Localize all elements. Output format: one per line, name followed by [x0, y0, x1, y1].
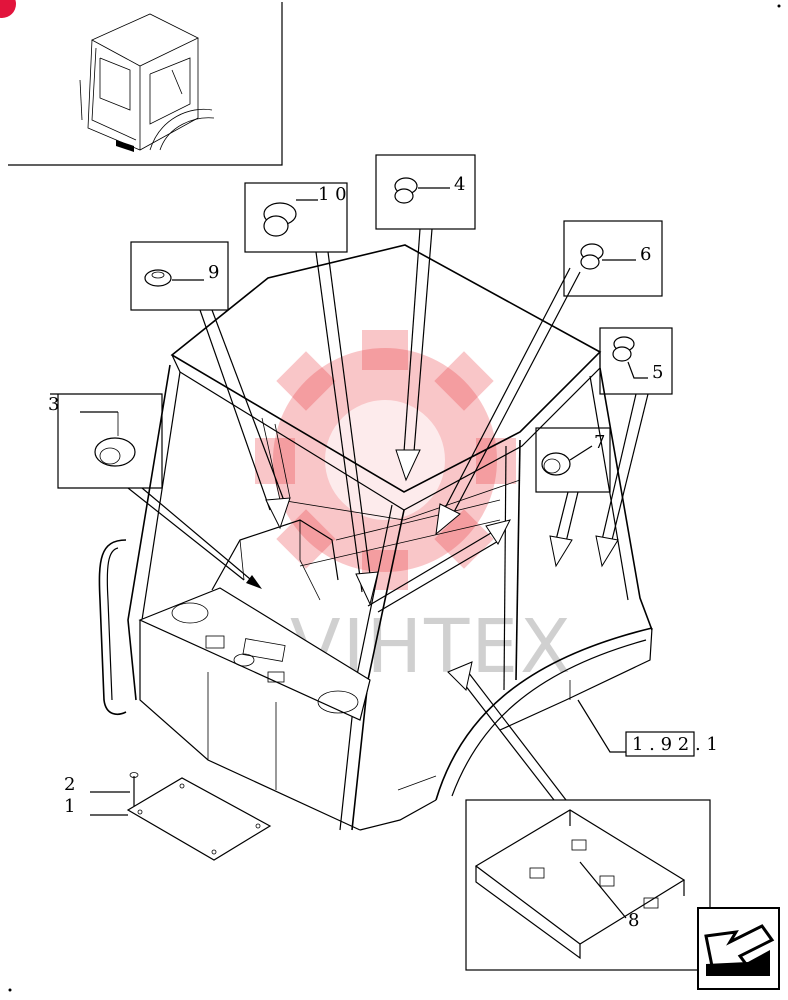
callout-1-label: 1: [64, 796, 75, 817]
next-page-arrow-icon[interactable]: [697, 907, 780, 990]
callout-10-label: 1 0: [318, 184, 347, 205]
callout-3-label: 3: [48, 394, 59, 415]
cab-assembly: [98, 244, 653, 831]
watermark: VIHTEX: [255, 330, 571, 690]
callout-2-label: 2: [64, 774, 75, 795]
callout-5: 5: [595, 327, 673, 568]
callout-8-bracket: 8: [447, 661, 711, 971]
page-mark: [777, 4, 781, 8]
page-mark: [8, 988, 12, 992]
callout-6-label: 6: [640, 244, 651, 265]
callout-3: 3: [48, 393, 262, 589]
thumbnail-overview: [8, 2, 283, 166]
callout-8-label: 8: [628, 910, 639, 931]
corner-badge: [0, 0, 16, 18]
callout-4: 4: [375, 154, 476, 482]
callout-1-2-plate: 2 1: [64, 772, 272, 861]
reference-callout: 1 . 9 2 . 1: [577, 699, 718, 757]
internal-arrows: [367, 519, 511, 613]
callout-7-label: 7: [594, 432, 605, 453]
callout-4-label: 4: [454, 174, 465, 195]
callout-5-label: 5: [652, 362, 663, 383]
callout-9-label: 9: [208, 262, 219, 283]
callout-6: 6: [435, 220, 663, 536]
reference-label: 1 . 9 2 . 1: [632, 734, 718, 755]
callout-9: 9: [130, 241, 291, 530]
callout-7: 7: [535, 427, 611, 568]
callout-10: 1 0: [244, 182, 379, 606]
